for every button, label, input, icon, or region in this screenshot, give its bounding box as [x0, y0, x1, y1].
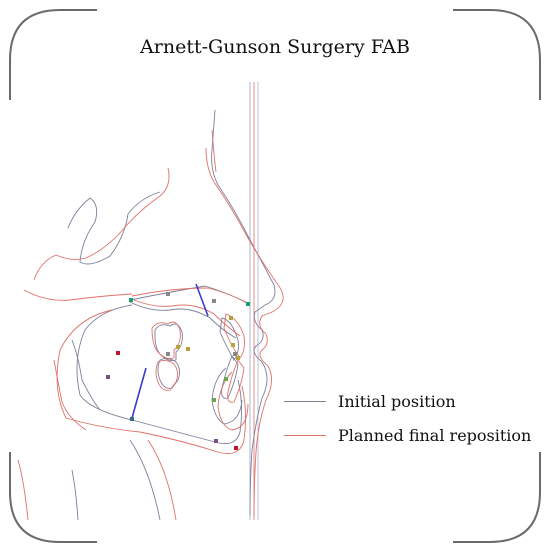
initial-cranial-outline [67, 191, 161, 265]
initial-lower-incisor [221, 355, 239, 399]
landmark-point [212, 398, 216, 402]
landmark-point [236, 356, 240, 360]
landmark-point [166, 352, 170, 356]
legend-item-initial: Initial position [284, 384, 531, 418]
planned-symphysis [217, 371, 249, 431]
initial-neck [71, 469, 79, 521]
legend: Initial position Planned final repositio… [284, 384, 531, 452]
landmark-point [246, 302, 250, 306]
legend-item-planned: Planned final reposition [284, 418, 531, 452]
planned-tracing [17, 129, 284, 521]
planned-throat [147, 439, 177, 521]
figure-title: Arnett-Gunson Surgery FAB [140, 36, 410, 58]
landmark-point [233, 352, 237, 356]
initial-throat [129, 439, 161, 521]
planned-soft-tissue-profile [205, 147, 284, 517]
frame-corner-top-right [453, 9, 541, 100]
frame-corner-top-left [9, 9, 97, 100]
landmark-point [130, 417, 134, 421]
landmark-point [129, 298, 133, 302]
planned-neck [17, 459, 29, 521]
landmark-point [212, 299, 216, 303]
mandibular-movement-vector [131, 367, 147, 419]
planned-maxilla [133, 299, 241, 337]
landmark-point [176, 345, 180, 349]
initial-lower-molar [157, 357, 181, 389]
planned-lower-molar [155, 359, 179, 391]
initial-symphysis [211, 367, 243, 425]
landmark-point [214, 439, 218, 443]
landmark-point [231, 343, 235, 347]
landmark-point [106, 375, 110, 379]
legend-label-initial: Initial position [338, 391, 456, 411]
frame-corner-bottom-right [453, 452, 541, 543]
planned-upper-molar [151, 321, 181, 359]
planned-nasal-profile [211, 129, 217, 173]
initial-tracing [67, 109, 276, 521]
frame-corner-bottom-left [9, 452, 97, 543]
planned-upper-incisor [223, 313, 245, 359]
landmark-points [106, 292, 250, 450]
initial-soft-tissue-profile [211, 109, 276, 516]
legend-swatch-initial [284, 400, 326, 402]
landmark-point [166, 292, 170, 296]
planned-cranial-base [23, 289, 133, 301]
landmark-point [234, 446, 238, 450]
landmark-point [224, 377, 228, 381]
landmark-point [229, 316, 233, 320]
planned-ramus [53, 359, 87, 431]
initial-maxilla [129, 301, 237, 339]
initial-ramus [71, 339, 101, 411]
landmark-point [186, 347, 190, 351]
legend-label-planned: Planned final reposition [338, 425, 532, 445]
initial-upper-incisor [219, 317, 239, 361]
landmark-point [116, 351, 120, 355]
maxillary-movement-vector [195, 283, 209, 317]
planned-lower-incisor [227, 359, 245, 403]
legend-swatch-planned [284, 434, 326, 436]
planned-palatal-plane [131, 287, 251, 306]
planned-cranial-outline [33, 167, 170, 281]
planned-mandible [56, 309, 247, 454]
